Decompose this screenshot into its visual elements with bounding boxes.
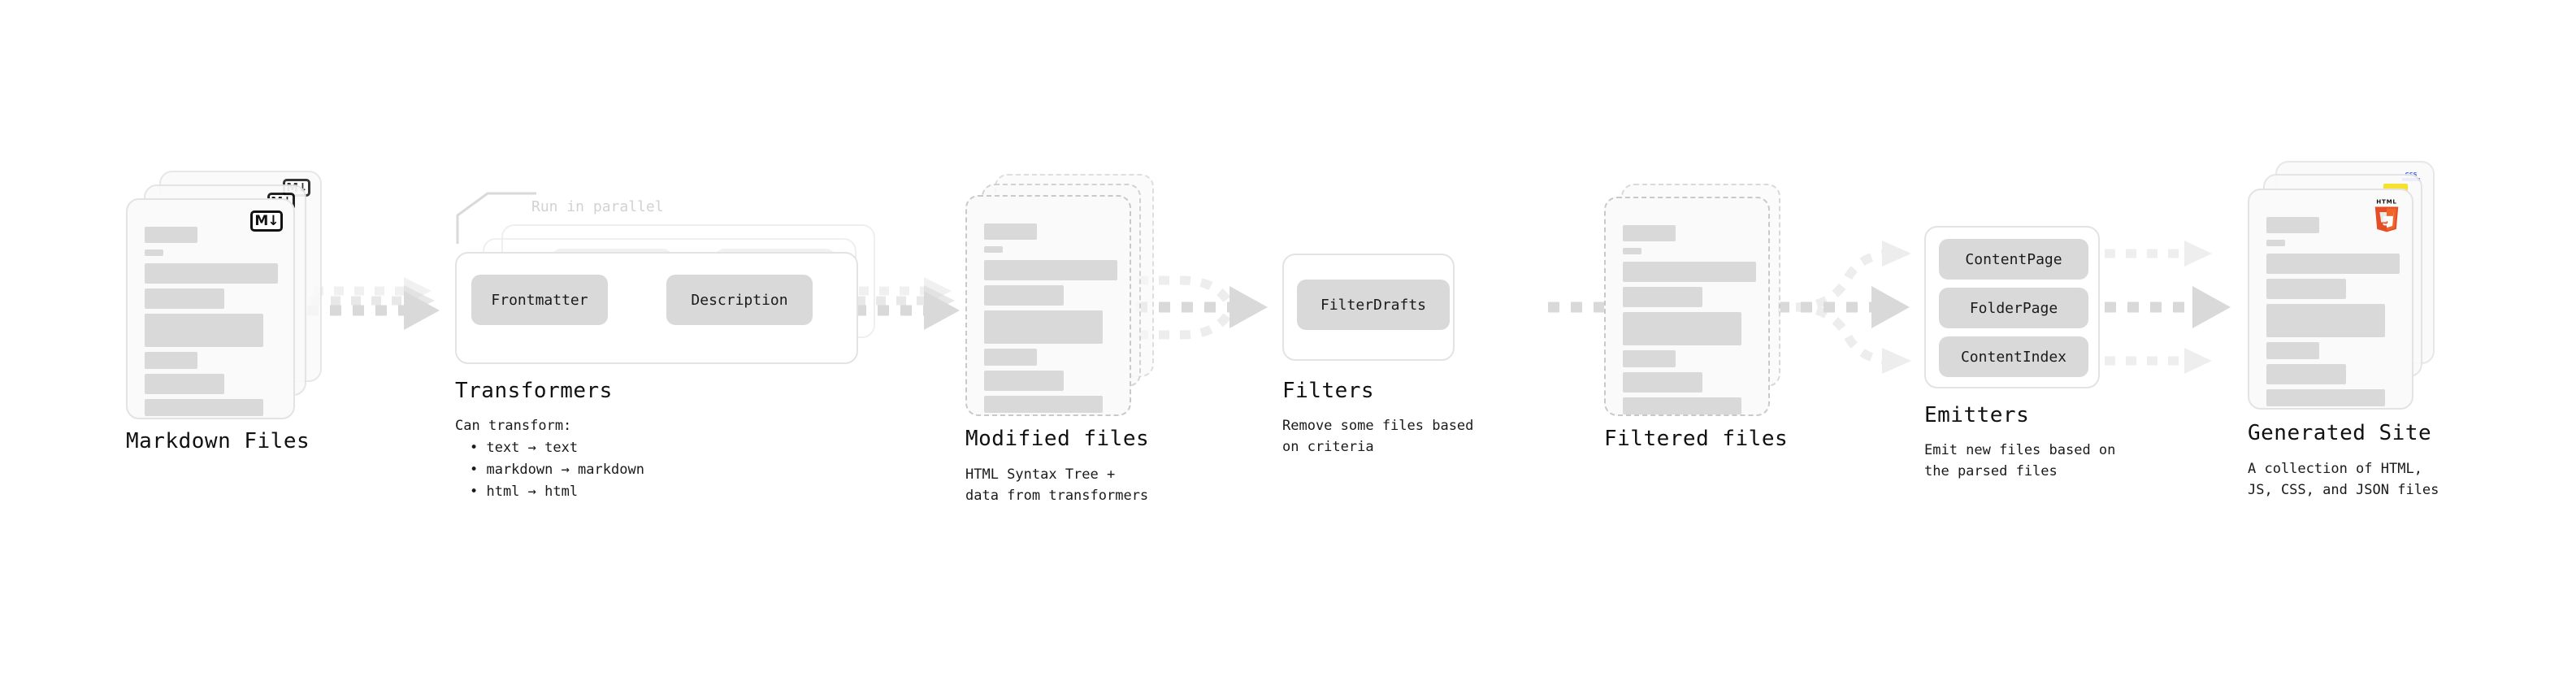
skeleton-line xyxy=(145,374,224,394)
filtered-card-front[interactable] xyxy=(1604,197,1770,416)
filtered-files-title: Filtered files xyxy=(1604,427,1789,451)
skeleton-line xyxy=(984,260,1117,280)
skeleton-line xyxy=(2266,364,2346,384)
filters-box[interactable]: FilterDrafts xyxy=(1282,254,1455,361)
emitter-node-contentindex[interactable]: ContentIndex xyxy=(1939,336,2088,377)
skeleton-line xyxy=(1623,372,1702,393)
skeleton-line xyxy=(984,349,1037,366)
emitters-title: Emitters xyxy=(1924,403,2030,427)
transformer-box-front[interactable]: Frontmatter Description xyxy=(455,252,858,364)
transformer-node-description[interactable]: Description xyxy=(666,275,813,325)
svg-text:HTML: HTML xyxy=(2376,198,2396,206)
skeleton-subtitle xyxy=(2266,240,2285,246)
modified-files-subtitle: HTML Syntax Tree + data from transformer… xyxy=(965,466,1149,504)
markdown-badge: M↓ xyxy=(250,210,283,232)
skeleton-line xyxy=(984,396,1103,413)
skeleton-subtitle xyxy=(145,249,163,256)
html5-badge: HTML 5 xyxy=(2371,197,2402,232)
skeleton-line xyxy=(1623,397,1741,414)
skeleton-line xyxy=(145,314,263,347)
transformers-bullet-2: • html → html xyxy=(470,484,579,500)
generated-card-front[interactable]: HTML 5 xyxy=(2248,189,2413,410)
filter-node-filterdrafts[interactable]: FilterDrafts xyxy=(1297,280,1450,330)
skeleton-line xyxy=(145,263,278,284)
filters-title: Filters xyxy=(1282,379,1375,403)
skeleton-line xyxy=(2266,279,2346,299)
skeleton-line xyxy=(1623,350,1676,367)
skeleton-subtitle xyxy=(984,246,1003,253)
skeleton-title xyxy=(145,227,197,243)
skeleton-line xyxy=(2266,389,2385,406)
emitter-node-folderpage[interactable]: FolderPage xyxy=(1939,288,2088,328)
modified-card-front[interactable] xyxy=(965,195,1131,416)
transformer-node-frontmatter[interactable]: Frontmatter xyxy=(471,275,608,325)
skeleton-line xyxy=(1623,262,1756,282)
transformers-subtitle: Can transform: xyxy=(455,418,572,434)
arrow-modified-to-filters xyxy=(1136,275,1268,340)
skeleton-line xyxy=(145,352,197,369)
markdown-files-title: Markdown Files xyxy=(126,429,310,453)
svg-text:5: 5 xyxy=(2382,213,2391,228)
skeleton-line xyxy=(2266,254,2400,274)
skeleton-line xyxy=(1623,287,1702,307)
emitters-subtitle: Emit new files based on the parsed files xyxy=(1924,442,2116,479)
generated-site-subtitle: A collection of HTML, JS, CSS, and JSON … xyxy=(2248,461,2439,498)
skeleton-line xyxy=(145,399,263,416)
arrow-emitters-to-site xyxy=(2105,241,2231,374)
skeleton-line xyxy=(984,285,1064,306)
emitters-box[interactable]: ContentPage FolderPage ContentIndex xyxy=(1924,226,2100,388)
arrow-markdown-to-transformers xyxy=(307,277,440,330)
markdown-card-front[interactable]: M↓ xyxy=(126,198,295,419)
skeleton-title xyxy=(1623,225,1676,241)
run-in-parallel-label: Run in parallel xyxy=(531,198,664,215)
modified-files-title: Modified files xyxy=(965,427,1150,451)
arrow-filtered-to-emitters xyxy=(1778,241,1911,374)
skeleton-line xyxy=(2266,342,2319,359)
skeleton-line xyxy=(984,371,1064,391)
skeleton-title xyxy=(2266,217,2319,233)
skeleton-title xyxy=(984,223,1037,240)
generated-site-title: Generated Site xyxy=(2248,421,2432,445)
transformers-title: Transformers xyxy=(455,379,613,403)
skeleton-line xyxy=(1623,312,1741,345)
transformers-bullet-0: • text → text xyxy=(470,440,579,456)
skeleton-line xyxy=(2266,304,2385,337)
filters-subtitle: Remove some files based on criteria xyxy=(1282,418,1474,455)
skeleton-line xyxy=(984,310,1103,344)
emitter-node-contentpage[interactable]: ContentPage xyxy=(1939,239,2088,280)
transformers-bullet-1: • markdown → markdown xyxy=(470,462,644,478)
skeleton-line xyxy=(145,288,224,309)
skeleton-subtitle xyxy=(1623,248,1641,254)
